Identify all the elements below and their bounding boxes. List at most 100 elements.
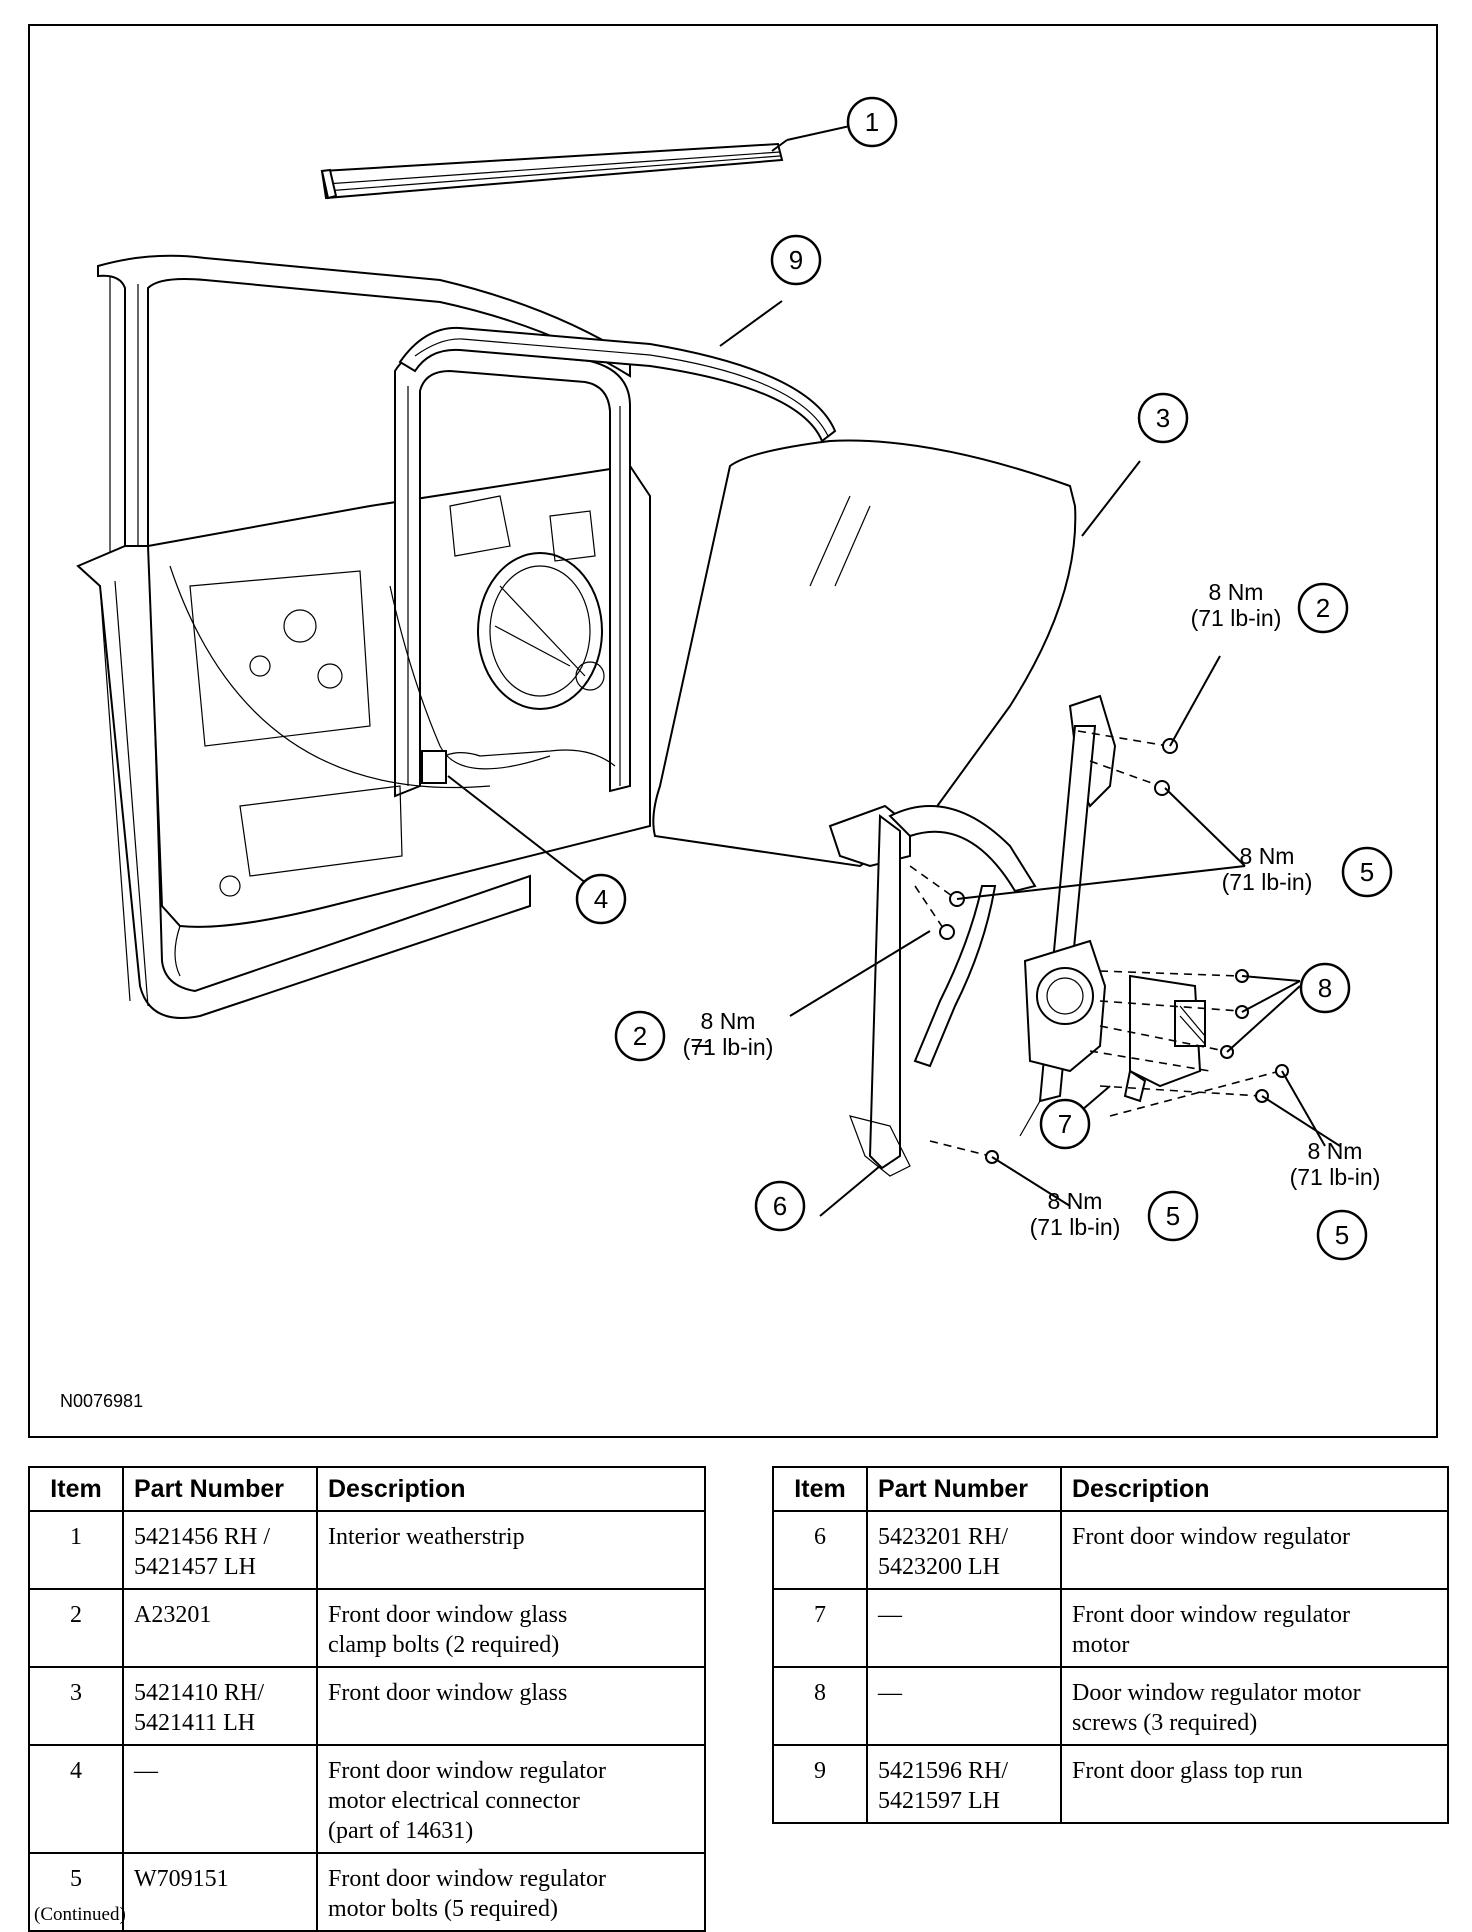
table-header-row: Item Part Number Description (772, 1466, 1449, 1512)
description-line: Front door glass top run (1072, 1758, 1303, 1784)
callout-5-right: 5 (1316, 1209, 1368, 1261)
svg-text:(71 lb-in): (71 lb-in) (1222, 869, 1313, 895)
cell-item: 2 (28, 1588, 124, 1668)
cell-item: 7 (772, 1588, 868, 1668)
cell-item: 1 (28, 1510, 124, 1590)
interior-weatherstrip-part (320, 142, 784, 200)
cell-description: Front door window regulator motor electri… (316, 1744, 706, 1854)
part-number-line: — (134, 1758, 158, 1784)
svg-text:9: 9 (789, 245, 803, 275)
cell-description: Front door glass top run (1060, 1744, 1449, 1824)
cell-part-number: 5421410 RH/5421411 LH (122, 1666, 318, 1746)
part-number-line: — (878, 1680, 902, 1706)
cell-description: Front door window regulator (1060, 1510, 1449, 1590)
cell-item: 4 (28, 1744, 124, 1854)
part-number-line: A23201 (134, 1602, 212, 1628)
description-line: Door window regulator motor (1072, 1680, 1361, 1706)
table-header-row: Item Part Number Description (28, 1466, 706, 1512)
callout-2-lower: 2 (614, 1010, 666, 1062)
cell-part-number: 5421596 RH/5421597 LH (866, 1744, 1062, 1824)
window-glass-part (652, 439, 1077, 868)
figure-id: N0076981 (60, 1391, 144, 1411)
part-number-line: W709151 (134, 1866, 229, 1892)
description-line: motor (1072, 1632, 1130, 1658)
cell-part-number: — (866, 1588, 1062, 1668)
callout-1: 1 (846, 96, 898, 148)
cell-part-number: — (122, 1744, 318, 1854)
part-number-line: 5421457 LH (134, 1554, 256, 1580)
door-assembly-drawing (76, 254, 651, 1019)
part-number-line: 5421411 LH (134, 1710, 256, 1736)
part-number-line: 5421597 LH (878, 1788, 1000, 1814)
header-description: Description (316, 1466, 706, 1512)
leader-lines (447, 125, 1341, 1217)
svg-text:8 Nm: 8 Nm (1048, 1188, 1103, 1214)
svg-text:8 Nm: 8 Nm (1240, 843, 1295, 869)
cell-part-number: — (866, 1666, 1062, 1746)
cell-description: Front door window glass (316, 1666, 706, 1746)
callout-2-upper: 2 (1297, 582, 1349, 634)
callout-3: 3 (1137, 392, 1189, 444)
cell-item: 8 (772, 1666, 868, 1746)
exploded-view-diagram: 1 9 3 2 5 4 2 8 7 6 5 5 8 Nm (71 lb-in) … (76, 96, 1393, 1261)
cell-part-number: W709151 (122, 1852, 318, 1932)
part-number-line: 5423200 LH (878, 1554, 1000, 1580)
cell-item: 5 (28, 1852, 124, 1932)
svg-text:4: 4 (594, 884, 608, 914)
cell-part-number: A23201 (122, 1588, 318, 1668)
torque-label-e: 8 Nm (71 lb-in) (1290, 1138, 1381, 1190)
svg-text:2: 2 (1316, 593, 1330, 623)
part-number-line: — (878, 1602, 902, 1628)
description-line: Front door window glass (328, 1602, 568, 1628)
svg-text:5: 5 (1360, 857, 1374, 887)
table-row: 4 — Front door window regulator motor elect… (28, 1744, 706, 1854)
svg-text:8 Nm: 8 Nm (701, 1008, 756, 1034)
part-number-line: 5421596 RH/ (878, 1758, 1009, 1784)
cell-item: 6 (772, 1510, 868, 1590)
description-line: Front door window regulator (1072, 1602, 1350, 1628)
header-item: Item (28, 1466, 124, 1512)
cell-description: Front door window glass clamp bolts (2 re… (316, 1588, 706, 1668)
callout-7: 7 (1039, 1098, 1091, 1150)
svg-text:8 Nm: 8 Nm (1308, 1138, 1363, 1164)
continued-note: (Continued) (34, 1904, 126, 1925)
cell-item: 9 (772, 1744, 868, 1824)
description-line: clamp bolts (2 required) (328, 1632, 560, 1658)
svg-text:5: 5 (1166, 1201, 1180, 1231)
header-part-number: Part Number (866, 1466, 1062, 1512)
svg-text:8 Nm: 8 Nm (1209, 579, 1264, 605)
svg-text:2: 2 (633, 1021, 647, 1051)
cell-description: Interior weatherstrip (316, 1510, 706, 1590)
fastener-lines (909, 730, 1289, 1164)
callout-4: 4 (575, 873, 627, 925)
svg-text:7: 7 (1058, 1109, 1072, 1139)
description-line: Front door window regulator (1072, 1524, 1350, 1550)
callout-5-upper: 5 (1341, 846, 1393, 898)
description-line: Front door window glass (328, 1680, 568, 1706)
cell-part-number: 5421456 RH / 5421457 LH (122, 1510, 318, 1590)
cell-part-number: 5423201 RH/5423200 LH (866, 1510, 1062, 1590)
callout-5-lower: 5 (1147, 1190, 1199, 1242)
description-line: Front door window regulator (328, 1866, 606, 1892)
description-line: motor electrical connector (328, 1788, 580, 1814)
svg-text:(71 lb-in): (71 lb-in) (1030, 1214, 1121, 1240)
svg-text:(71 lb-in): (71 lb-in) (1191, 605, 1282, 631)
svg-text:(71 lb-in): (71 lb-in) (1290, 1164, 1381, 1190)
table-row: 2 A23201 Front door window glass clamp bolt… (28, 1588, 706, 1668)
part-number-line: 5421456 RH / (134, 1524, 271, 1550)
part-number-line: 5421410 RH/ (134, 1680, 265, 1706)
description-line: Front door window regulator (328, 1758, 606, 1784)
callout-8: 8 (1299, 962, 1351, 1014)
table-body: 1 5421456 RH / 5421457 LH Interior weathers… (28, 1510, 706, 1932)
torque-label-c: 8 Nm (71 lb-in) (683, 1008, 774, 1060)
torque-label-b: 8 Nm (71 lb-in) (1222, 843, 1313, 895)
description-line: (part of 14631) (328, 1818, 474, 1844)
